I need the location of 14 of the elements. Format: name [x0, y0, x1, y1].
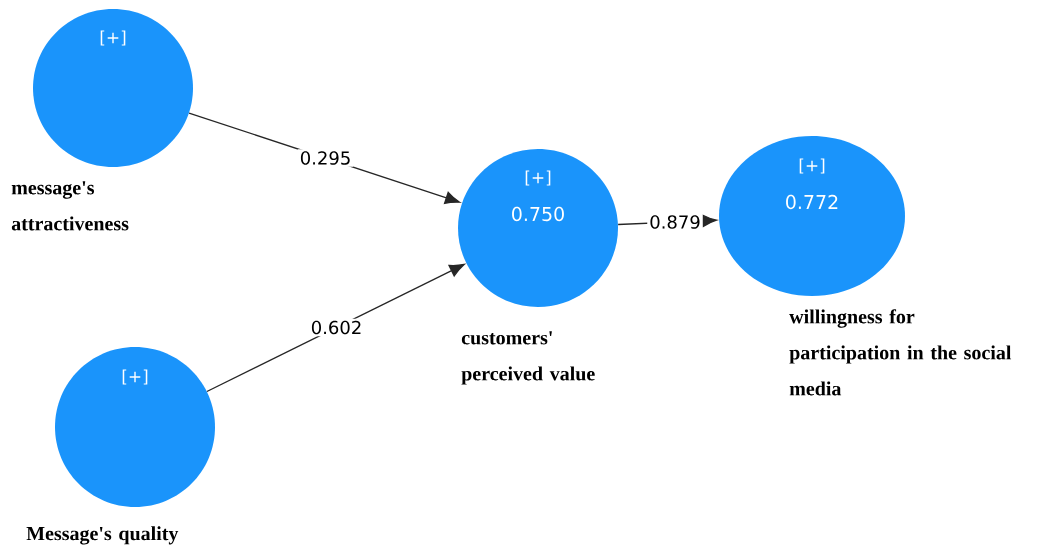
path-coefficient: 0.879 — [647, 213, 703, 231]
path-arrow — [206, 263, 465, 393]
r-squared-value: 0.772 — [786, 194, 838, 210]
path-coefficient: 0.602 — [308, 318, 365, 337]
path-coefficient: 0.295 — [297, 149, 354, 167]
expand-marker: [+] — [100, 30, 126, 46]
construct-label: Message's quality — [26, 526, 179, 545]
expand-marker: [+] — [525, 170, 551, 186]
expand-marker: [+] — [122, 369, 148, 385]
construct-label: customers' perceived value — [461, 331, 595, 385]
construct-label: message's attractiveness — [11, 181, 129, 231]
construct-label: willingness for participation in the social media — [789, 309, 1012, 396]
expand-marker: [+] — [799, 158, 825, 174]
r-squared-value: 0.750 — [512, 206, 564, 222]
